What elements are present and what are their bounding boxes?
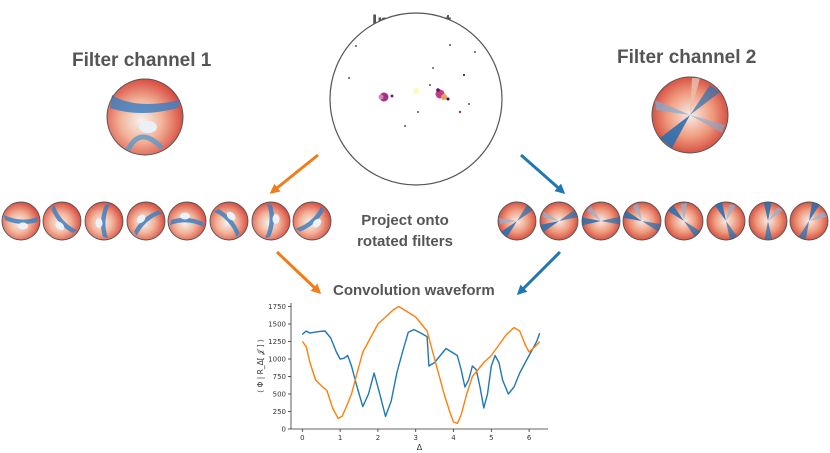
arrow-jet-to-filters-1 xyxy=(269,153,319,194)
rotated-filter-2-3 xyxy=(622,201,662,241)
rotated-filter-1-0 xyxy=(1,201,41,241)
y-tick-label: 500 xyxy=(273,391,286,399)
x-tick-label: 1 xyxy=(338,434,342,442)
series-line-1 xyxy=(301,305,541,425)
y-tick-label: 1500 xyxy=(268,321,286,329)
filter-channel-2-title: Filter channel 2 xyxy=(617,47,757,68)
rotated-filter-1-3 xyxy=(126,201,166,241)
x-axis-label: Δ xyxy=(417,443,423,452)
y-tick-label: 250 xyxy=(273,408,286,416)
rotated-filter-1-7 xyxy=(292,201,332,241)
filter-channel-1-title: Filter channel 1 xyxy=(72,50,212,71)
series-line-0 xyxy=(301,328,541,418)
rotated-filter-1-2 xyxy=(84,201,124,241)
rotated-filter-1-6 xyxy=(251,201,291,241)
input-jet-circle xyxy=(329,12,503,186)
project-label: Project onto rotated filters xyxy=(357,212,453,250)
rotated-filter-2-0 xyxy=(497,201,537,241)
rotated-filter-2-1 xyxy=(539,201,579,241)
rotated-filter-2-6 xyxy=(748,201,788,241)
arrow-jet-to-filters-2 xyxy=(520,153,566,194)
filter-1-large xyxy=(106,78,184,156)
x-tick-label: 6 xyxy=(527,434,532,442)
convolution-title: Convolution waveform xyxy=(333,282,495,299)
rotated-filter-1-4 xyxy=(167,201,207,241)
y-tick-label: 1000 xyxy=(268,356,286,364)
rotated-filter-2-2 xyxy=(581,201,621,241)
arrow-filters-2-to-waveform xyxy=(516,250,562,296)
rotated-filter-2-4 xyxy=(664,201,704,241)
rotated-filter-2-7 xyxy=(789,201,829,241)
y-axis-label: ⟨ Φ | R_Δ[ 𝒥 ] ⟩ xyxy=(256,339,265,393)
rotated-filter-1-1 xyxy=(42,201,82,241)
x-tick-label: 4 xyxy=(451,434,456,442)
jet-particles xyxy=(348,44,476,127)
convolution-chart: 0 250 500 750 1000 1250 1500 1750 0 1 2 3 4 5 6Δ ⟨ Φ | … xyxy=(256,303,548,452)
arrow-filters-1-to-waveform xyxy=(275,250,322,295)
filter-2-large xyxy=(651,76,729,154)
x-tick-label: 0 xyxy=(300,434,304,442)
rotated-filter-2-5 xyxy=(706,201,746,241)
x-tick-label: 2 xyxy=(376,434,380,442)
y-tick-label: 750 xyxy=(273,373,286,381)
rotated-filter-1-5 xyxy=(209,201,249,241)
rotated-filters-channel-1 xyxy=(1,201,332,241)
y-tick-label: 1750 xyxy=(268,303,286,311)
x-tick-label: 5 xyxy=(489,434,493,442)
y-tick-label: 0 xyxy=(282,426,286,434)
y-tick-label: 1250 xyxy=(268,338,286,346)
x-tick-label: 3 xyxy=(413,434,417,442)
rotated-filters-channel-2 xyxy=(497,201,829,241)
